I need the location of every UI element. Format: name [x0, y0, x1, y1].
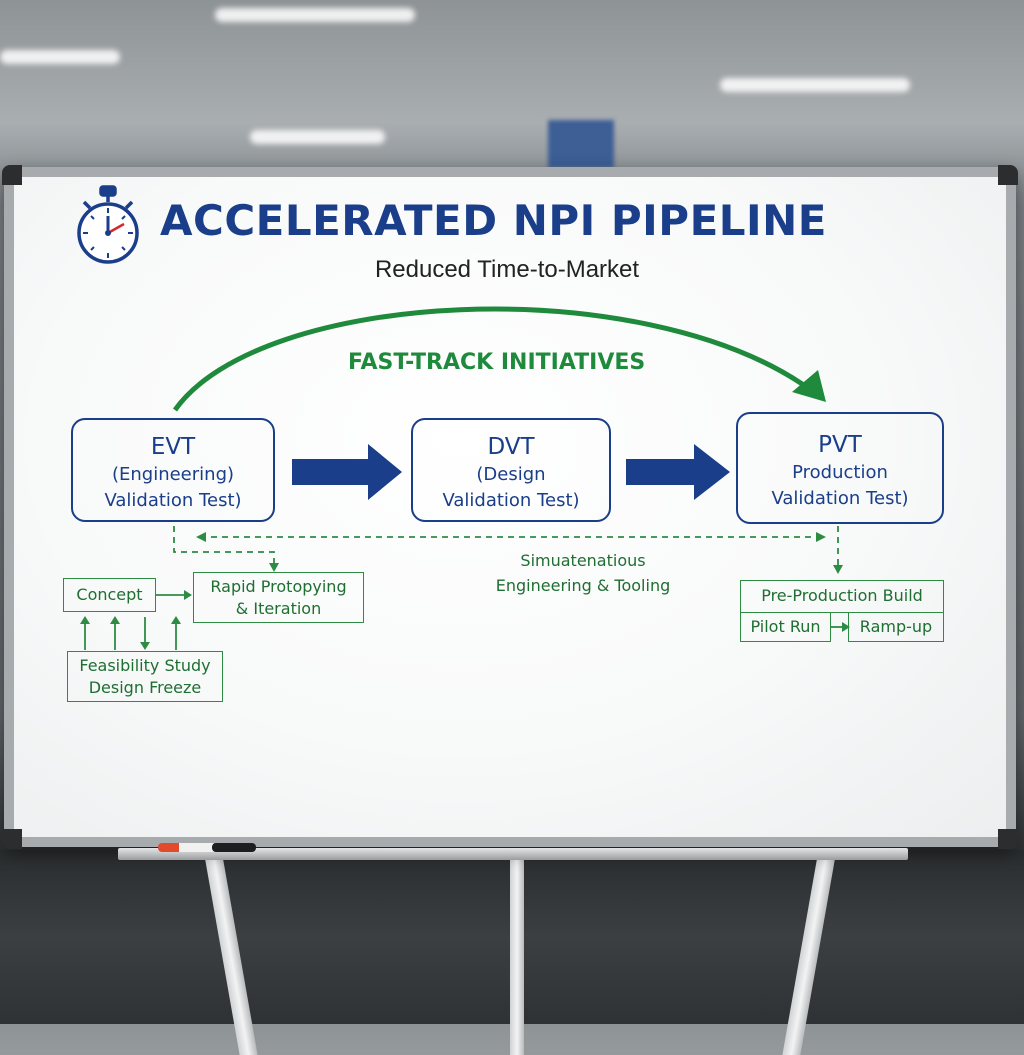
- whiteboard-surface: [14, 177, 1006, 837]
- red-marker[interactable]: [158, 843, 216, 852]
- dvt-to-pvt-arrow: [626, 444, 730, 500]
- easel-leg-center: [510, 855, 524, 1055]
- ramp-up-box: Ramp-up: [848, 612, 944, 642]
- simultaneous-engineering-note: Simuatenatious Engineering & Tooling: [495, 551, 671, 595]
- fast-track-arrowhead: [792, 370, 826, 402]
- ceiling-light: [720, 78, 910, 92]
- stage-dvt: DVT (Design Validation Test): [411, 418, 611, 522]
- concept-box: Concept: [63, 578, 156, 612]
- stage-pvt-abbr: PVT: [818, 432, 862, 458]
- stage-pvt-desc: Production Validation Test): [771, 462, 909, 509]
- dashed-evt-down: [173, 526, 275, 566]
- marker-tray: [118, 848, 908, 860]
- fast-track-arc: [172, 306, 810, 412]
- dashed-arrowhead: [833, 565, 843, 574]
- board-corner: [2, 165, 22, 185]
- ceiling-light: [0, 50, 120, 64]
- pilot-run-box: Pilot Run: [740, 612, 831, 642]
- stage-dvt-abbr: DVT: [487, 434, 535, 460]
- stage-evt-abbr: EVT: [150, 434, 196, 460]
- evt-to-dvt-arrow: [292, 444, 402, 500]
- board-corner: [998, 165, 1018, 185]
- background-sign: [548, 120, 614, 168]
- fast-track-label: FAST-TRACK INITIATIVES: [348, 350, 646, 375]
- ceiling-light: [215, 8, 415, 22]
- pre-production-box: Pre-Production Build: [740, 580, 944, 613]
- board-corner: [998, 829, 1018, 849]
- rapid-prototyping-box: Rapid Protopying & Iteration: [193, 572, 364, 623]
- stage-evt-desc: (Engineering) Validation Test): [104, 464, 242, 511]
- dashed-arrowhead: [196, 532, 206, 542]
- board-corner: [2, 829, 22, 849]
- whiteboard: [2, 165, 1018, 849]
- dashed-arrowhead: [816, 532, 826, 542]
- page-subtitle: Reduced Time-to-Market: [374, 256, 640, 283]
- stage-pvt: PVT Production Validation Test): [736, 412, 944, 524]
- stage-dvt-desc: (Design Validation Test): [442, 464, 580, 511]
- page-title: ACCELERATED NPI PIPELINE: [160, 196, 827, 245]
- dashed-arrowhead: [269, 563, 279, 572]
- ceiling-light: [250, 130, 385, 144]
- diagram-connectors: [80, 306, 850, 650]
- black-marker[interactable]: [212, 843, 256, 852]
- stopwatch-icon: [77, 185, 139, 264]
- feasibility-box: Feasibility Study Design Freeze: [67, 651, 223, 702]
- stage-evt: EVT (Engineering) Validation Test): [71, 418, 275, 522]
